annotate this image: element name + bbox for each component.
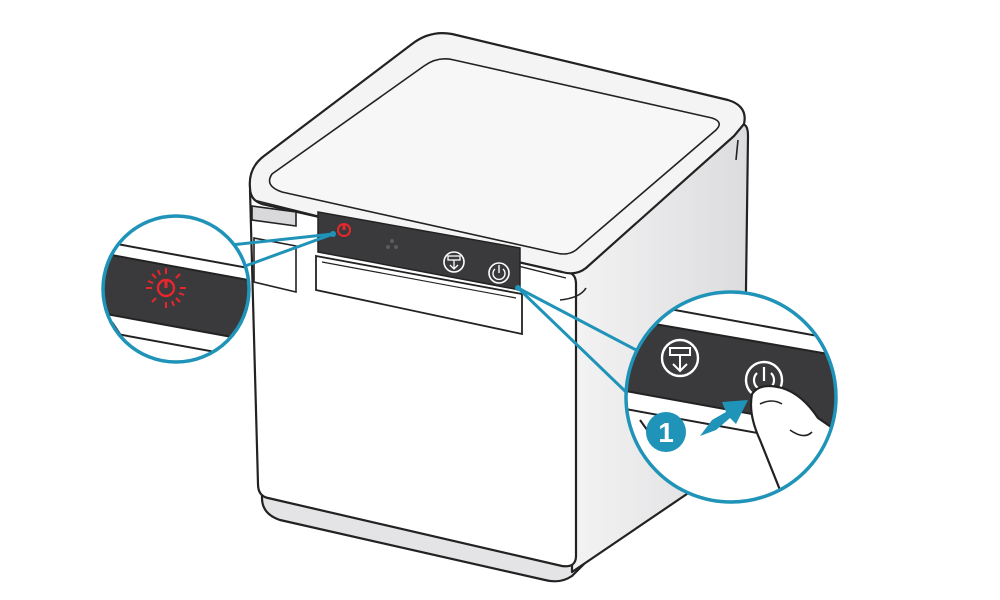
paper-feed-icon xyxy=(669,347,691,373)
callout-anchor-left xyxy=(330,231,336,237)
callout-anchor-right xyxy=(515,285,521,291)
network-icon xyxy=(386,239,398,249)
error-led-icon xyxy=(146,268,186,308)
callout-error-led xyxy=(101,214,251,364)
paper-feed-icon xyxy=(447,255,461,270)
power-icon xyxy=(492,265,506,281)
step-number-badge: 1 xyxy=(646,412,686,452)
error-led-icon xyxy=(337,223,351,237)
step-number: 1 xyxy=(658,417,674,448)
callout-lines xyxy=(230,232,641,394)
press-arrow-icon xyxy=(700,400,748,436)
power-button[interactable] xyxy=(488,262,510,284)
paper-feed-button[interactable] xyxy=(660,338,700,378)
paper-feed-button[interactable] xyxy=(443,251,465,273)
